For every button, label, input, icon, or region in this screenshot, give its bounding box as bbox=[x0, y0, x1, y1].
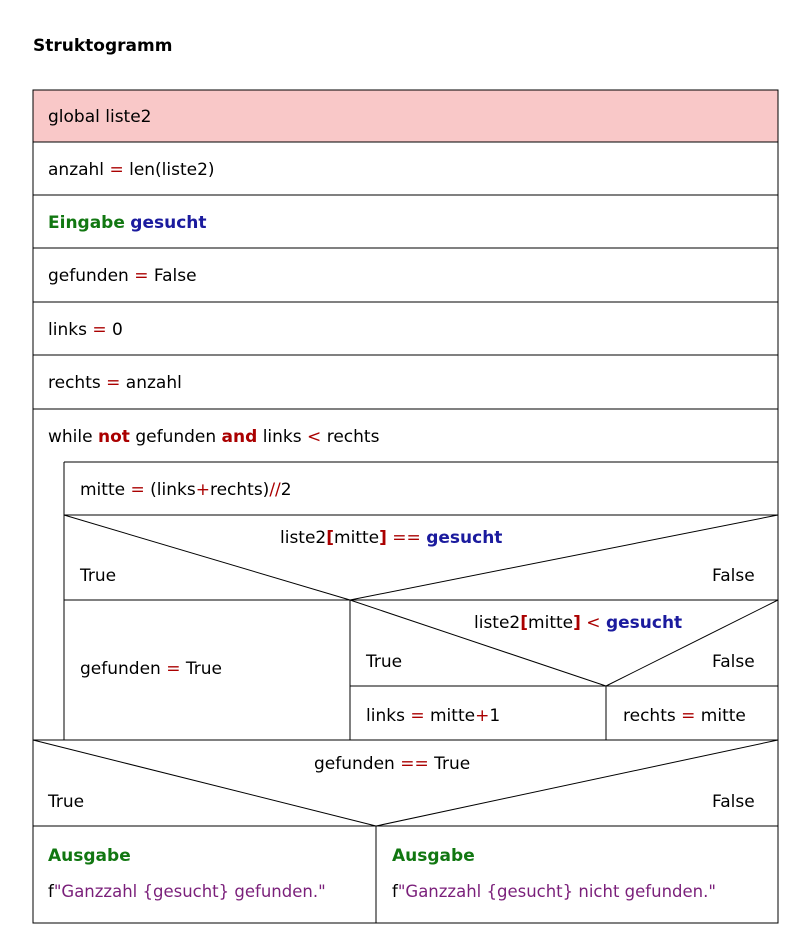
if1-diag-left bbox=[63, 514, 351, 601]
if2-condition: liste2[mitte] < gesucht bbox=[474, 613, 683, 633]
if1-condition: liste2[mitte] == gesucht bbox=[280, 528, 503, 548]
output-right-string: f"Ganzzahl {gesucht} nicht gefunden." bbox=[392, 882, 716, 901]
if3-condition: gefunden == True bbox=[314, 754, 471, 774]
global-statement: global liste2 bbox=[48, 107, 152, 127]
if3-diag-left bbox=[32, 739, 377, 827]
if3-diag-right bbox=[375, 739, 779, 827]
rechts-init-statement: rechts = anzahl bbox=[48, 373, 182, 393]
gefunden-init-statement: gefunden = False bbox=[48, 266, 197, 286]
eingabe-statement: Eingabe gesucht bbox=[48, 213, 207, 233]
if1-diag-right bbox=[349, 514, 779, 601]
if2-diag-left bbox=[349, 599, 607, 687]
output-right-keyword: Ausgabe bbox=[392, 846, 475, 866]
set-found-statement: gefunden = True bbox=[80, 659, 222, 679]
if2-true-label: True bbox=[366, 652, 403, 672]
while-condition: while not gefunden and links < rechts bbox=[48, 427, 380, 447]
if1-false-label: False bbox=[712, 566, 755, 586]
anzahl-statement: anzahl = len(liste2) bbox=[48, 160, 215, 180]
page-title: Struktogramm bbox=[33, 36, 173, 56]
outer-frame bbox=[32, 89, 779, 924]
output-left-keyword: Ausgabe bbox=[48, 846, 131, 866]
if3-false-label: False bbox=[712, 792, 755, 812]
links-init-statement: links = 0 bbox=[48, 320, 123, 340]
if3-true-label: True bbox=[48, 792, 85, 812]
if1-true-label: True bbox=[80, 566, 117, 586]
rechts-update-statement: rechts = mitte bbox=[623, 706, 746, 726]
output-left-string: f"Ganzzahl {gesucht} gefunden." bbox=[48, 882, 326, 901]
mitte-statement: mitte = (links+rechts)//2 bbox=[80, 480, 292, 500]
links-update-statement: links = mitte+1 bbox=[366, 706, 501, 726]
if2-diag-right bbox=[605, 599, 779, 687]
global-row-bg bbox=[33, 90, 778, 142]
if2-false-label: False bbox=[712, 652, 755, 672]
